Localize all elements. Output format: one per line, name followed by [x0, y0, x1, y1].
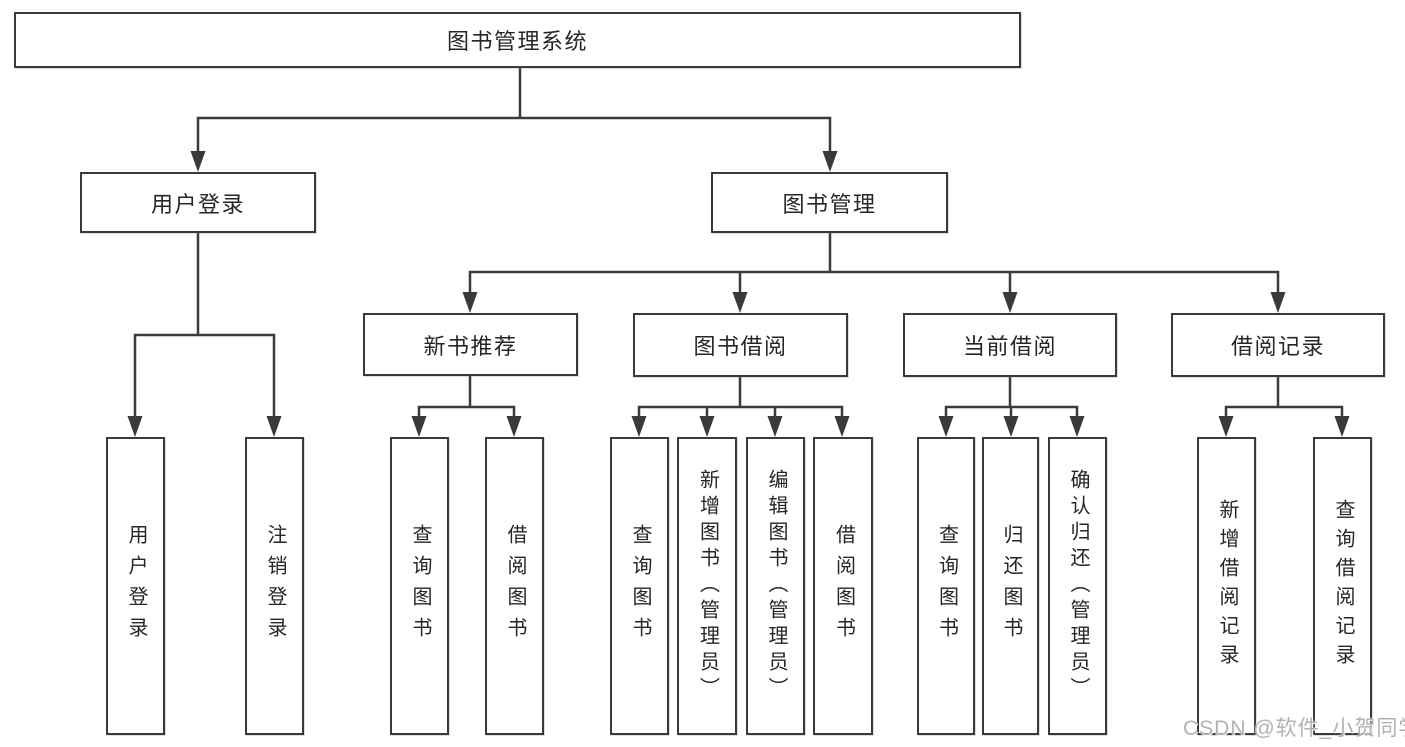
leaf-borrow-borrow-books-label: 借阅图书 [832, 524, 855, 648]
leaf-records-add-record: 新增借阅记录 [1197, 437, 1256, 735]
edge-root-to-level2 [196, 66, 832, 160]
edge-current-to-leaves [944, 375, 1079, 425]
leaf-records-query-record: 查询借阅记录 [1313, 437, 1372, 735]
leaf-recommend-borrow-books: 借阅图书 [485, 437, 544, 735]
leaf-borrow-add-books: 新增图书（管理员） [677, 437, 737, 735]
leaf-current-query-books-label: 查询图书 [935, 524, 958, 648]
leaf-borrow-query-books: 查询图书 [610, 437, 669, 735]
edge-recommend-to-leaves [417, 374, 516, 425]
arrowhead [1069, 416, 1085, 437]
arrowhead [462, 292, 478, 313]
leaf-current-confirm-return-label: 确认归还（管理员） [1067, 469, 1089, 703]
leaf-logout-label: 注销登录 [264, 524, 286, 648]
arrowhead [1003, 416, 1019, 437]
leaf-borrow-edit-books: 编辑图书（管理员） [746, 437, 805, 735]
leaf-current-return-books: 归还图书 [982, 437, 1039, 735]
node-current-borrow: 当前借阅 [903, 313, 1117, 377]
arrowhead [822, 151, 838, 172]
arrowhead [732, 292, 748, 313]
edge-records-to-leaves [1224, 375, 1344, 425]
leaf-borrow-query-books-label: 查询图书 [629, 524, 651, 648]
arrowhead [938, 416, 954, 437]
node-book-management-label: 图书管理 [782, 191, 877, 217]
arrowhead [411, 416, 427, 437]
node-new-book-recommend: 新书推荐 [363, 313, 578, 376]
leaf-recommend-query-books: 查询图书 [390, 437, 449, 735]
watermark: CSDN @软件_小贺同学 [1183, 717, 1405, 740]
node-user-login: 用户登录 [80, 172, 316, 233]
leaf-borrow-borrow-books: 借阅图书 [813, 437, 873, 735]
leaf-current-confirm-return: 确认归还（管理员） [1048, 437, 1107, 735]
node-borrow-records: 借阅记录 [1171, 313, 1385, 377]
arrowhead [631, 416, 647, 437]
node-user-login-label: 用户登录 [150, 191, 245, 217]
leaf-current-query-books: 查询图书 [917, 437, 975, 735]
leaf-borrow-add-books-label: 新增图书（管理员） [696, 469, 719, 703]
leaf-recommend-borrow-books-label: 借阅图书 [504, 524, 526, 648]
leaf-borrow-edit-books-label: 编辑图书（管理员） [765, 469, 787, 703]
arrowhead [1270, 292, 1286, 313]
node-borrow-records-label: 借阅记录 [1230, 334, 1325, 359]
arrowhead [699, 416, 715, 437]
node-current-borrow-label: 当前借阅 [962, 334, 1057, 359]
arrowhead [1334, 416, 1350, 437]
leaf-records-query-record-label: 查询借阅记录 [1332, 499, 1354, 673]
arrowhead [190, 151, 206, 172]
node-new-book-recommend-label: 新书推荐 [423, 333, 518, 359]
arrowhead [506, 416, 522, 437]
arrowhead [834, 416, 850, 437]
leaf-user-login: 用户登录 [106, 437, 165, 735]
node-book-borrow-label: 图书借阅 [693, 334, 788, 359]
leaf-recommend-query-books-label: 查询图书 [409, 524, 431, 648]
arrowhead [1218, 416, 1234, 437]
leaf-user-login-label: 用户登录 [125, 524, 147, 648]
arrowhead [1002, 292, 1018, 313]
arrowhead [767, 416, 783, 437]
node-library-system: 图书管理系统 [14, 12, 1021, 68]
edge-userlogin-to-leaves [133, 231, 276, 425]
node-library-system-label: 图书管理系统 [446, 29, 588, 54]
node-book-borrow: 图书借阅 [633, 313, 848, 377]
arrowhead [266, 416, 282, 437]
arrowhead [127, 416, 143, 437]
edge-bookmgmt-to-level3 [468, 231, 1280, 301]
edge-borrow-to-leaves [637, 375, 844, 425]
leaf-records-add-record-label: 新增借阅记录 [1216, 499, 1238, 673]
node-book-management: 图书管理 [711, 172, 948, 233]
leaf-logout: 注销登录 [245, 437, 304, 735]
leaf-current-return-books-label: 归还图书 [1000, 524, 1022, 648]
